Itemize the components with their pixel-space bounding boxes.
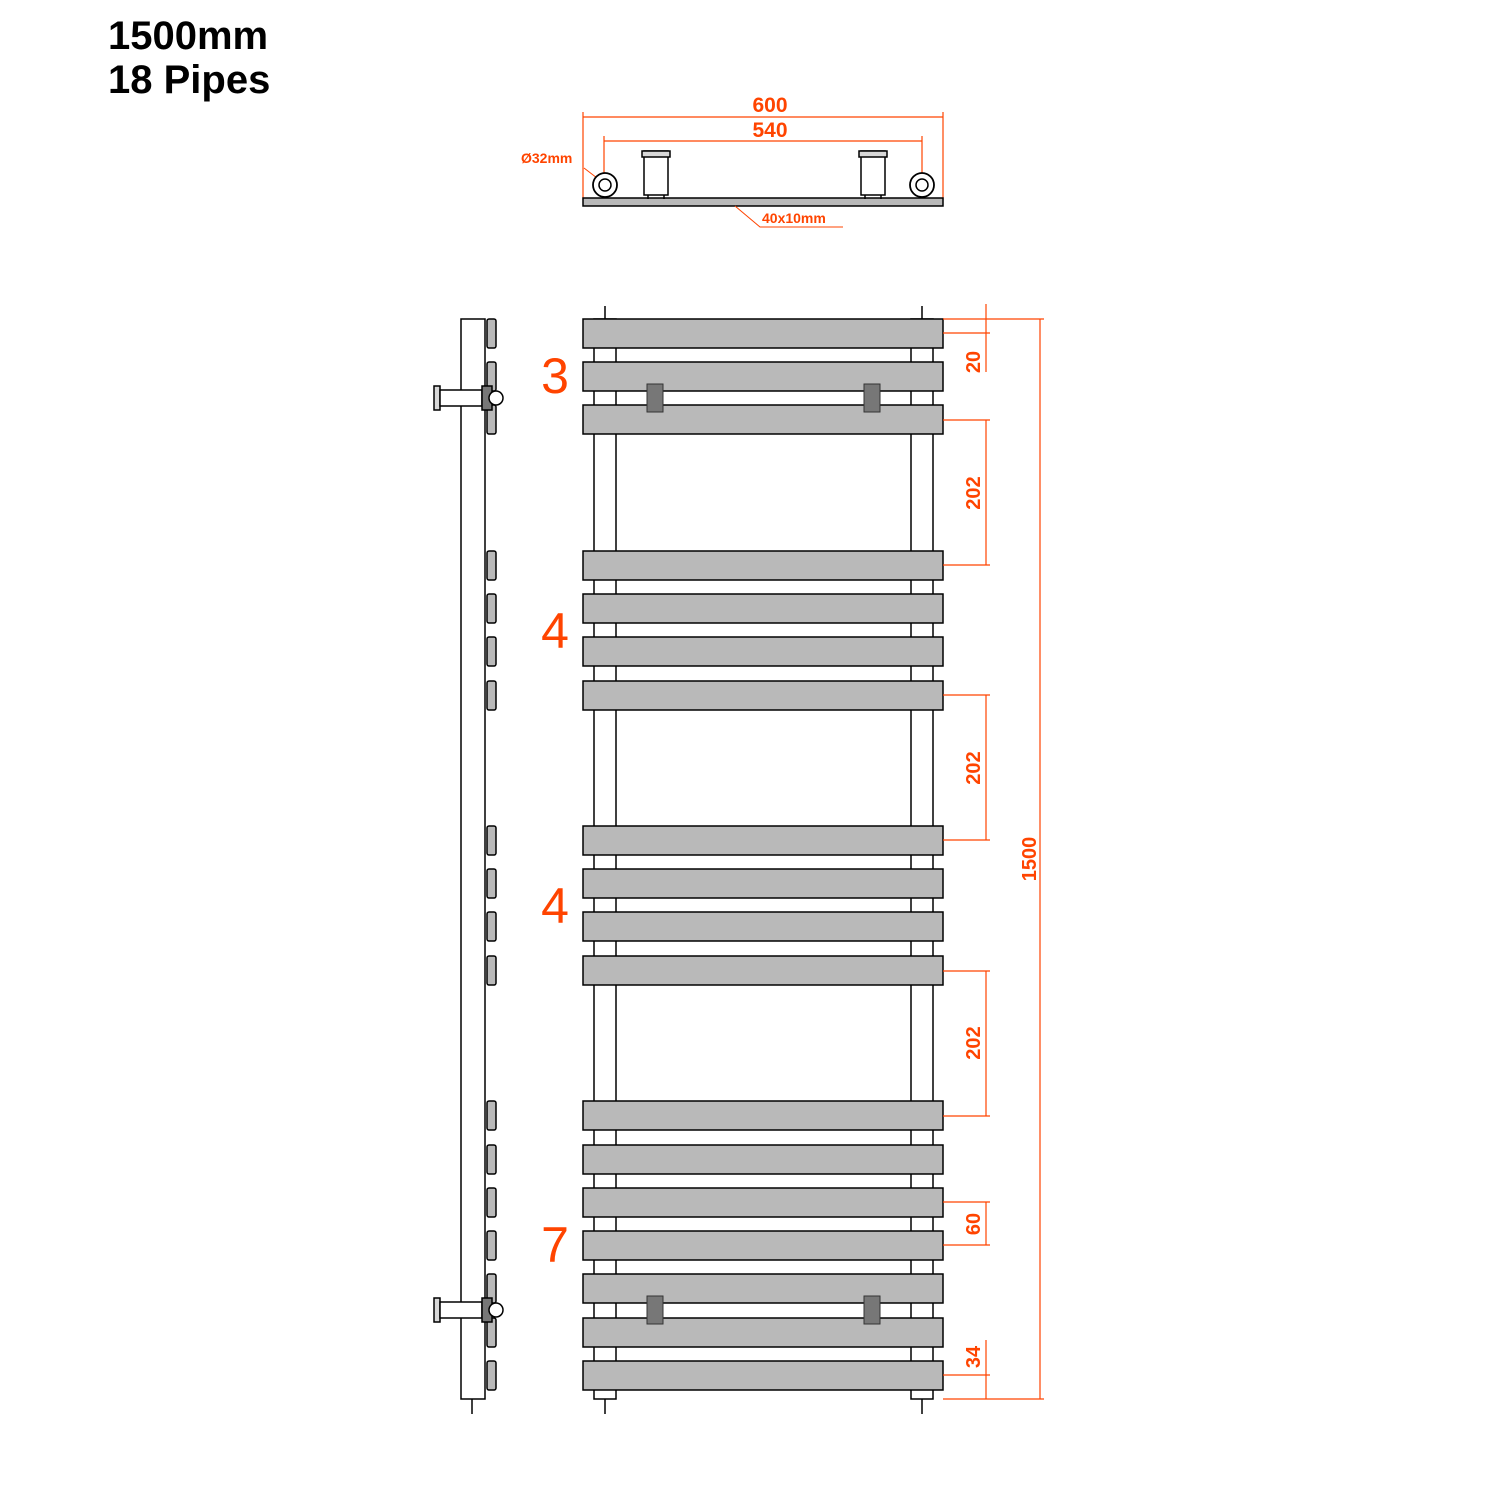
right-dimensions xyxy=(943,304,1044,1400)
gap-label-1: 202 xyxy=(963,476,985,509)
top-view: 600 540 Ø32mm 40x10 xyxy=(521,94,944,228)
side-view xyxy=(433,318,504,1414)
front-bar-1 xyxy=(582,318,944,349)
front-bar-16 xyxy=(582,1273,944,1304)
group-count-1: 3 xyxy=(541,348,569,404)
front-bars xyxy=(582,318,944,1391)
group-counts: 3 4 4 7 xyxy=(541,348,569,1273)
left-pipe-circle xyxy=(592,172,618,198)
front-bar-9 xyxy=(582,868,944,899)
pitch-label: 60 xyxy=(963,1213,985,1235)
width-dimension xyxy=(582,112,944,200)
group-count-3: 4 xyxy=(541,878,569,934)
side-bar-end-8 xyxy=(486,825,497,856)
bottom-offset-label: 34 xyxy=(963,1345,985,1368)
height-title: 1500mm xyxy=(108,14,269,58)
gap-label-3: 202 xyxy=(963,1026,985,1059)
front-bracket-bottom-left xyxy=(646,1295,664,1325)
right-pipe-circle xyxy=(909,172,935,198)
front-bar-13 xyxy=(582,1144,944,1175)
side-bar-end-9 xyxy=(486,868,497,899)
side-bar-end-10 xyxy=(486,911,497,942)
front-bar-12 xyxy=(582,1100,944,1131)
bar-section-leader xyxy=(734,205,843,228)
side-bar-end-7 xyxy=(486,680,497,711)
width-label: 600 xyxy=(752,94,787,117)
front-bar-17 xyxy=(582,1317,944,1348)
front-bar-2 xyxy=(582,361,944,392)
side-bar-end-4 xyxy=(486,550,497,581)
front-bar-7 xyxy=(582,680,944,711)
front-bar-15 xyxy=(582,1230,944,1261)
front-bracket-bottom-right xyxy=(863,1295,881,1325)
side-bar-end-14 xyxy=(486,1187,497,1218)
side-bar-end-5 xyxy=(486,593,497,624)
front-bar-10 xyxy=(582,911,944,942)
right-dimension-labels: 1500 20 202 202 202 60 34 xyxy=(963,351,1041,1368)
gap-label-2: 202 xyxy=(963,751,985,784)
front-bracket-top-left xyxy=(646,383,664,413)
top-bar xyxy=(582,197,944,207)
pipes-title: 18 Pipes xyxy=(108,58,271,102)
front-bar-11 xyxy=(582,955,944,986)
side-bar-end-6 xyxy=(486,636,497,667)
centres-label: 540 xyxy=(752,119,787,142)
side-bar-end-11 xyxy=(486,955,497,986)
side-bar-end-18 xyxy=(486,1360,497,1391)
pipe-diameter-label: Ø32mm xyxy=(521,150,572,166)
top-offset-label: 20 xyxy=(963,351,985,373)
front-bar-18 xyxy=(582,1360,944,1391)
group-count-2: 4 xyxy=(541,603,569,659)
front-bar-14 xyxy=(582,1187,944,1218)
side-bar-ends xyxy=(486,318,497,1391)
front-bracket-top-right xyxy=(863,383,881,413)
front-bar-6 xyxy=(582,636,944,667)
side-bar-end-13 xyxy=(486,1144,497,1175)
diameter-leader xyxy=(583,167,598,179)
front-bar-3 xyxy=(582,404,944,435)
front-bar-4 xyxy=(582,550,944,581)
total-height-label: 1500 xyxy=(1019,837,1041,882)
pipe-tails xyxy=(604,306,923,1414)
side-bar-end-15 xyxy=(486,1230,497,1261)
side-bar-end-1 xyxy=(486,318,497,349)
bar-section-label: 40x10mm xyxy=(762,210,826,226)
right-bracket-top xyxy=(858,150,888,199)
centres-dimension xyxy=(603,136,923,176)
side-rail xyxy=(460,318,486,1400)
title-block: 1500mm 18 Pipes xyxy=(108,14,270,102)
left-bracket-top xyxy=(641,150,671,199)
front-view xyxy=(582,306,944,1414)
group-count-4: 7 xyxy=(541,1217,569,1273)
bottom-valve-connector xyxy=(433,1297,504,1323)
front-bar-8 xyxy=(582,825,944,856)
side-bar-end-12 xyxy=(486,1100,497,1131)
top-valve-connector xyxy=(433,385,504,411)
front-bar-5 xyxy=(582,593,944,624)
